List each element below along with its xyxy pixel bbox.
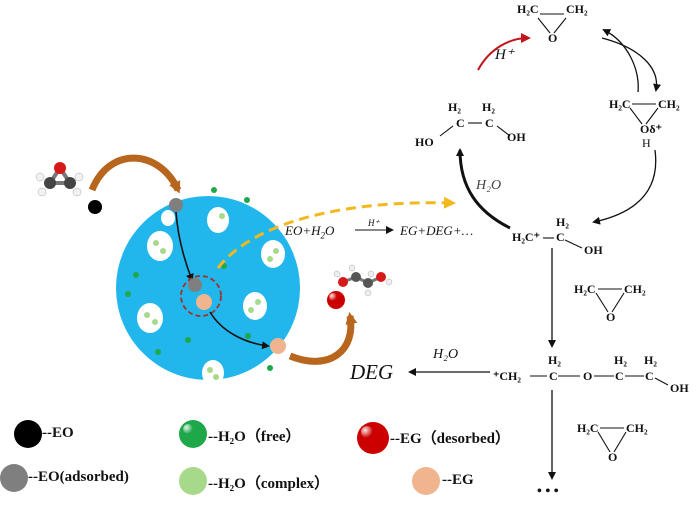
chain-c1: C	[549, 369, 558, 383]
legend-eo-marker	[14, 420, 42, 448]
chain-h1: H₂	[548, 353, 561, 367]
epoxide-top-c2: CH₂	[566, 2, 588, 16]
chain-o: O	[583, 369, 593, 383]
epoxide-mid-c2: CH₂	[624, 282, 646, 296]
epoxide-bottom-c2: CH₂	[626, 421, 648, 435]
eg-h1: H₂	[448, 100, 461, 114]
eg-product-dot	[270, 338, 286, 354]
chain-h2: H₂	[614, 353, 627, 367]
eg-desorbed-dot	[327, 291, 345, 309]
legend-h2o-free-label: --H₂O（free）	[208, 429, 301, 445]
epoxide-top-c1: H₂C	[517, 2, 539, 16]
legend-h2o-complex-marker	[179, 467, 207, 495]
legend-eo-adsorbed-marker	[0, 464, 28, 492]
eg-molecule	[333, 264, 393, 297]
protonated-c2: CH₂	[658, 97, 680, 111]
legend-eo-adsorbed-label: --EO(adsorbed)	[28, 469, 129, 485]
cycle-arrow-up	[602, 29, 639, 93]
legend-markers	[0, 420, 440, 495]
eg-h2: H₂	[482, 100, 495, 114]
eo-dot	[88, 200, 102, 214]
legend-eg-desorbed-label: --EG（desorbed）	[390, 431, 511, 447]
equation-right: EG+DEG+…	[400, 223, 474, 238]
eg-c2: C	[485, 116, 494, 130]
eo-at-site	[188, 278, 202, 292]
desorption-arrow	[288, 312, 358, 365]
equation-catalyst: H⁺	[368, 218, 380, 228]
chain-c3: C	[645, 369, 654, 383]
carbocation-c2: C	[556, 230, 565, 244]
carbocation-oh: OH	[584, 243, 603, 257]
pore-cluster	[137, 207, 285, 386]
legend-eg-desorbed-marker	[357, 422, 389, 454]
chain-start: ⁺CH₂	[493, 369, 521, 383]
eg-at-site	[196, 294, 212, 310]
mechanism-link-arrow	[216, 196, 456, 269]
eg-ho: HO	[415, 135, 434, 149]
eg-oh: OH	[507, 130, 526, 144]
epoxide-bottom-c1: H₂C	[577, 421, 599, 435]
deg-label: DEG	[350, 360, 394, 384]
legend-h2o-free-marker	[179, 420, 207, 448]
eo-molecule	[35, 162, 84, 197]
cycle-arrow-down	[601, 37, 662, 92]
chain-h3: H₂	[644, 353, 657, 367]
epoxide-top-o: O	[548, 31, 558, 45]
equation-left: EO+H2O	[285, 223, 335, 241]
legend-eg-marker	[412, 467, 440, 495]
h-plus-label: H⁺	[495, 47, 514, 63]
hydration-arrow	[456, 148, 511, 230]
carbocation-h: H₂	[556, 215, 569, 229]
epoxide-bottom-o: O	[608, 450, 618, 464]
chain-c2: C	[615, 369, 624, 383]
carbocation-c1: H₂C⁺	[512, 230, 540, 244]
eo-feed-arrow	[88, 154, 182, 194]
eo-adsorbed-site	[169, 198, 183, 212]
adsorption-path-arrow	[175, 211, 194, 282]
structure-bonds	[439, 13, 669, 453]
deg-h2o-label: H₂O	[433, 347, 459, 362]
epoxide-mid-o: O	[606, 310, 616, 324]
protonated-o: Oδ⁺	[640, 122, 662, 136]
chain-oh: OH	[670, 381, 689, 395]
epoxide-mid-c1: H₂C	[574, 282, 596, 296]
active-site-ring	[180, 275, 222, 317]
protonation-arrow	[477, 33, 531, 71]
eg-c1: C	[456, 116, 465, 130]
ellipsis: • • •	[537, 484, 559, 499]
legend-eo-label: --EO	[42, 425, 74, 441]
h2o-cycle-label: H₂O	[476, 178, 502, 193]
water-complex	[144, 213, 279, 380]
ring-opening-arrow	[592, 149, 657, 225]
legend-h2o-complex-label: --H₂O（complex）	[208, 476, 330, 492]
protonated-h: H	[642, 136, 651, 150]
legend-eg-label: --EG	[442, 472, 474, 488]
desorption-path-arrow	[209, 311, 270, 350]
protonated-c1: H₂C	[609, 97, 631, 111]
